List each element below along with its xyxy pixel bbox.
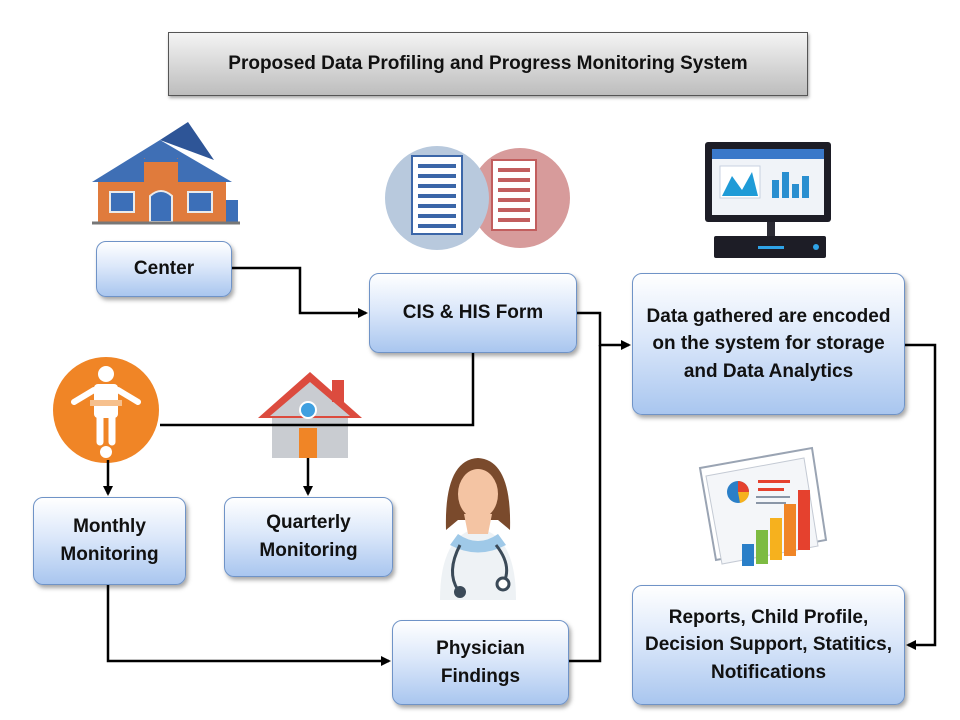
child-measurement-icon — [53, 357, 159, 463]
monthly-to-physician-connector — [106, 585, 391, 666]
diagram-title: Proposed Data Profiling and Progress Mon… — [168, 32, 808, 96]
cis-to-data-connector — [577, 311, 631, 350]
data-gathered-node: Data gathered are encoded on the system … — [632, 273, 905, 415]
data-to-reports-connector — [905, 343, 937, 650]
quarterly-monitoring-node: Quarterly Monitoring — [224, 497, 393, 577]
cis-to-monitoring-connector — [160, 353, 475, 427]
computer-monitor-icon — [705, 142, 831, 258]
monthly-monitoring-node: Monthly Monitoring — [33, 497, 186, 585]
center-node: Center — [96, 241, 232, 297]
center-to-cis-connector — [232, 266, 368, 318]
physician-to-data-connector — [569, 345, 602, 663]
physician-icon — [440, 458, 516, 600]
documents-icon — [385, 146, 570, 250]
house-icon — [258, 372, 362, 458]
report-charts-icon — [698, 446, 828, 566]
reports-node: Reports, Child Profile, Decision Support… — [632, 585, 905, 705]
physician-findings-node: Physician Findings — [392, 620, 569, 705]
school-building-icon — [92, 122, 240, 225]
cis-his-form-node: CIS & HIS Form — [369, 273, 577, 353]
